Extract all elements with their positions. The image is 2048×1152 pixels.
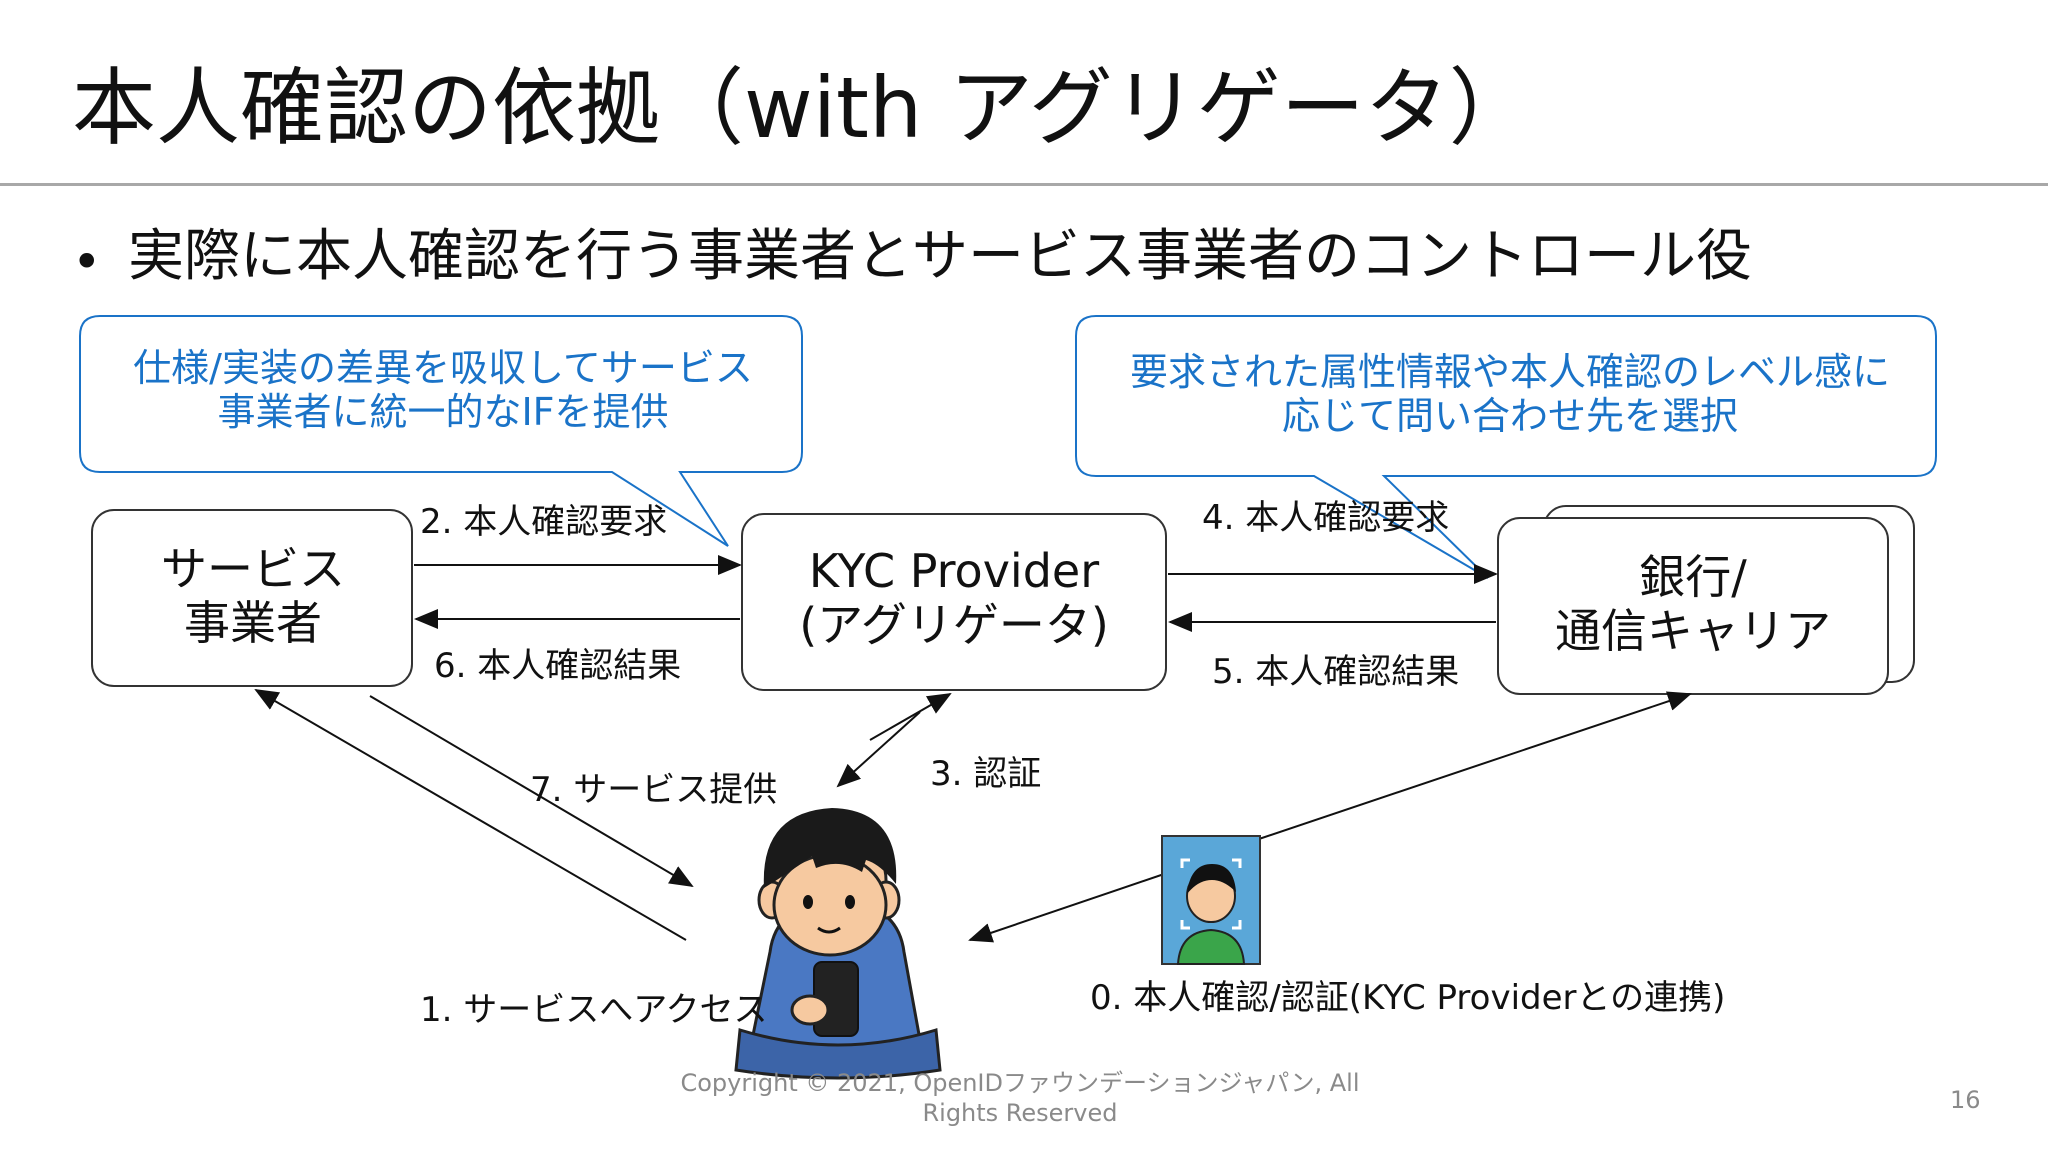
callout-left-text: 仕様/実装の差異を吸収してサービス事業者に統一的なIFを提供 bbox=[133, 346, 753, 434]
arrow-0-up bbox=[1249, 691, 1692, 843]
bank-label-line1: 銀行/ bbox=[1639, 550, 1747, 604]
copyright-footer: Copyright © 2021, OpenIDファウンデーションジャパン, A… bbox=[680, 1069, 1360, 1127]
bullet-marker: • bbox=[72, 233, 102, 291]
arrow-1 bbox=[254, 688, 687, 941]
arrow-7 bbox=[369, 695, 694, 888]
callout-right-shape bbox=[1075, 315, 1937, 579]
id-card-icon bbox=[1161, 835, 1261, 965]
label-step-4: 4. 本人確認要求 bbox=[1202, 498, 1450, 538]
label-step-0: 0. 本人確認/認証(KYC Providerとの連携) bbox=[1090, 978, 1726, 1018]
service-provider-label: サービス事業者 bbox=[161, 542, 345, 650]
kyc-provider-label-line1: KYC Provider bbox=[808, 544, 1100, 598]
label-step-3: 3. 認証 bbox=[930, 754, 1042, 794]
kyc-provider-box bbox=[741, 513, 1167, 691]
person-illustration bbox=[734, 808, 942, 1080]
label-step-7: 7. サービス提供 bbox=[530, 770, 778, 810]
kyc-provider-label-line2: (アグリゲータ) bbox=[799, 598, 1109, 652]
service-provider-box bbox=[91, 509, 413, 687]
bank-box bbox=[1497, 517, 1889, 695]
arrow-3-up bbox=[869, 693, 952, 741]
bank-label: 銀行/ 通信キャリア bbox=[1508, 550, 1878, 658]
page-number: 16 bbox=[1950, 1086, 1981, 1114]
title-divider bbox=[0, 183, 2048, 186]
arrow-3-down bbox=[836, 711, 921, 788]
slide-title: 本人確認の依拠（with アグリゲータ） bbox=[72, 59, 1533, 157]
bullet-text: 実際に本人確認を行う事業者とサービス事業者のコントロール役 bbox=[128, 224, 1752, 289]
bank-label-line2: 通信キャリア bbox=[1555, 604, 1831, 658]
label-step-6: 6. 本人確認結果 bbox=[434, 646, 682, 686]
label-step-2: 2. 本人確認要求 bbox=[420, 502, 668, 542]
kyc-provider-label: KYC Provider (アグリゲータ) bbox=[752, 544, 1156, 652]
callout-right-text: 要求された属性情報や本人確認のレベル感に応じて問い合わせ先を選択 bbox=[1129, 350, 1890, 438]
arrow-0-down bbox=[968, 871, 1171, 943]
callout-left-shape bbox=[79, 315, 803, 547]
label-step-1: 1. サービスへアクセス bbox=[420, 990, 768, 1030]
label-step-5: 5. 本人確認結果 bbox=[1212, 652, 1460, 692]
